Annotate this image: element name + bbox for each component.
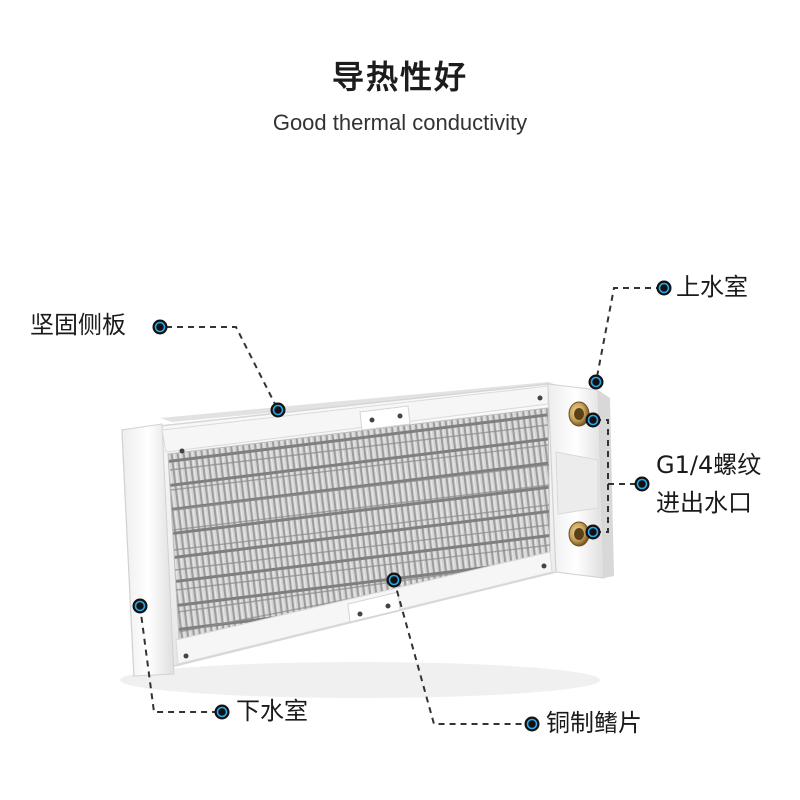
- callout-ports-line1: G1/4螺纹: [656, 451, 762, 479]
- threaded-port-icon: [568, 401, 590, 547]
- top-side-plate: [161, 385, 549, 454]
- target-dot-icon: [132, 280, 672, 732]
- callout-ports: G1/4螺纹 进出水口: [656, 446, 761, 522]
- callout-upper-chamber: 上水室: [676, 273, 748, 301]
- callout-ports-line2: 进出水口: [656, 489, 752, 517]
- bottom-side-plate: [175, 551, 553, 665]
- feature-subtitle: Good thermal conductivity: [272, 110, 528, 135]
- callout-copper-fins: 铜制鳍片: [546, 709, 642, 737]
- callout-lower-chamber: 下水室: [236, 697, 308, 725]
- callout-side-panel: 坚固侧板: [30, 311, 126, 339]
- feature-title: 导热性好: [331, 58, 468, 96]
